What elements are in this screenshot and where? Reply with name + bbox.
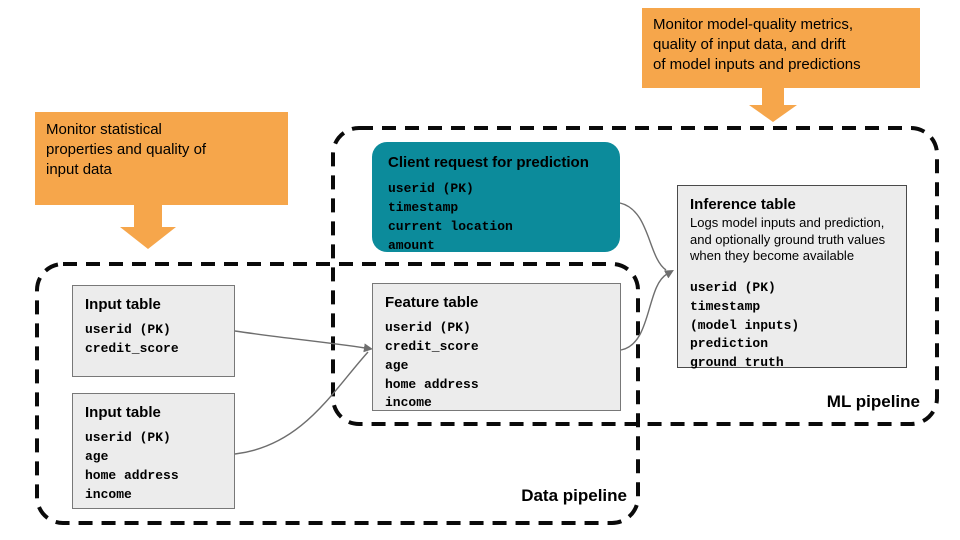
text-line: userid (PK) — [385, 320, 471, 335]
arrow-input2-to-feature — [234, 351, 369, 455]
client-request-box: Client request for prediction userid (PK… — [372, 142, 620, 255]
text-line: userid (PK) — [85, 322, 171, 337]
text-line: (model inputs) — [690, 317, 800, 333]
input-table-2: Input table userid (PK) age home address in… — [72, 393, 235, 509]
ml-pipeline-label: ML pipeline — [826, 392, 920, 411]
text-line: age — [385, 357, 409, 373]
inference-table-description: Logs model inputs and prediction, and op… — [690, 215, 886, 264]
text-line: age — [85, 448, 109, 464]
text-line: userid (PK) — [388, 181, 474, 196]
text-line: current location — [388, 218, 513, 234]
text-line: home address — [85, 467, 179, 483]
arrow-feature-to-inference — [620, 270, 674, 351]
text-line: of model inputs and predictions — [653, 55, 861, 73]
feature-table-title: Feature table — [385, 294, 479, 311]
client-request-title: Client request for prediction — [388, 154, 589, 171]
text-line: home address — [385, 376, 479, 392]
text-line: income — [85, 486, 132, 502]
model-quality-monitoring-callout: Monitor model-quality metrics, quality of… — [642, 8, 920, 88]
text-line: credit_score — [85, 340, 179, 356]
model-quality-callout-arrow-icon — [749, 88, 797, 122]
text-line: userid (PK) — [690, 279, 776, 295]
input-table-1-title: Input table — [85, 296, 161, 313]
text-line: timestamp — [388, 199, 459, 215]
text-line: quality of input data, and drift — [653, 35, 846, 53]
input-table-2-fields: userid (PK) age home address income — [85, 429, 222, 504]
text-line: Monitor statistical — [46, 121, 162, 138]
text-line: amount — [388, 237, 435, 253]
text-line: timestamp — [690, 298, 761, 314]
text-line: income — [385, 395, 432, 411]
text-line: prediction — [690, 336, 769, 352]
data-pipeline-label: Data pipeline — [521, 486, 627, 505]
input-table-1-fields: userid (PK) credit_score — [85, 321, 222, 359]
text-line: ground truth — [690, 355, 784, 371]
inference-table: Inference table Logs model inputs and pr… — [677, 185, 907, 370]
ml-pipeline-boundary — [331, 126, 939, 426]
text-line: credit_score — [385, 338, 479, 354]
data-pipeline-boundary — [35, 262, 640, 525]
inference-table-title: Inference table — [690, 196, 796, 213]
arrow-client-to-inference — [619, 202, 667, 271]
statistical-monitoring-callout: Monitor statistical properties and qualit… — [35, 112, 288, 205]
text-line: Monitor model-quality metrics, — [653, 16, 854, 33]
arrow-input1-to-feature — [234, 330, 373, 353]
text-line: input data — [46, 160, 112, 178]
text-line: userid (PK) — [85, 430, 171, 445]
input-table-1: Input table userid (PK) credit_score — [72, 285, 235, 377]
input-table-2-title: Input table — [85, 404, 161, 421]
text-line: properties and quality of — [46, 140, 207, 158]
inference-table-fields: userid (PK) timestamp (model inputs) predic… — [690, 279, 894, 373]
client-request-fields: userid (PK) timestamp current location amou… — [388, 180, 604, 255]
statistical-callout-arrow-icon — [120, 205, 176, 249]
